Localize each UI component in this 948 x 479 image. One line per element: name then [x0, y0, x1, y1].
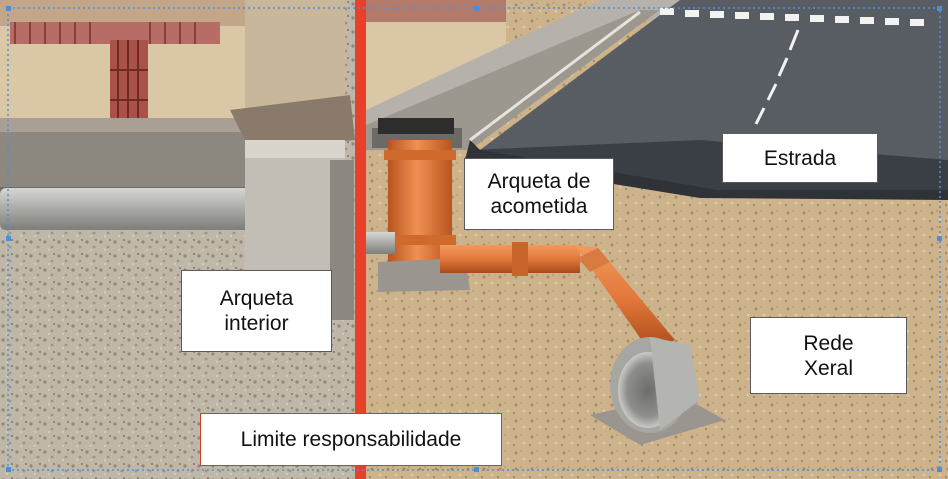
selection-handle [474, 467, 479, 472]
label-rede-xeral: Rede Xeral [750, 317, 907, 394]
selection-handle [6, 236, 11, 241]
selection-handle [937, 6, 942, 11]
label-estrada: Estrada [722, 133, 878, 183]
responsibility-limit-line [355, 0, 366, 479]
selection-handle [6, 6, 11, 11]
label-rede-xeral-line1: Rede [803, 331, 854, 355]
right-scene [365, 0, 948, 479]
left-scene [0, 0, 360, 479]
label-limite-text: Limite responsabilidade [240, 428, 462, 451]
label-estrada-text: Estrada [763, 146, 837, 170]
selection-handle [474, 6, 479, 11]
label-arqueta-acometida-line1: Arqueta de [487, 170, 591, 193]
label-arqueta-interior-line2: interior [224, 312, 289, 335]
label-limite-responsabilidade: Limite responsabilidade [200, 413, 502, 466]
label-arqueta-acometida-line2: acometida [490, 195, 588, 218]
selection-handle [6, 467, 11, 472]
label-rede-xeral-line2: Xeral [803, 356, 854, 380]
selection-handle [937, 467, 942, 472]
selection-handle [937, 236, 942, 241]
label-arqueta-acometida: Arqueta de acometida [464, 158, 614, 230]
label-arqueta-interior: Arqueta interior [181, 270, 332, 352]
grey-drain-pipe [0, 188, 255, 230]
manhole-cover [378, 118, 454, 134]
pvc-pipe [440, 245, 580, 273]
label-arqueta-interior-line1: Arqueta [219, 287, 294, 310]
